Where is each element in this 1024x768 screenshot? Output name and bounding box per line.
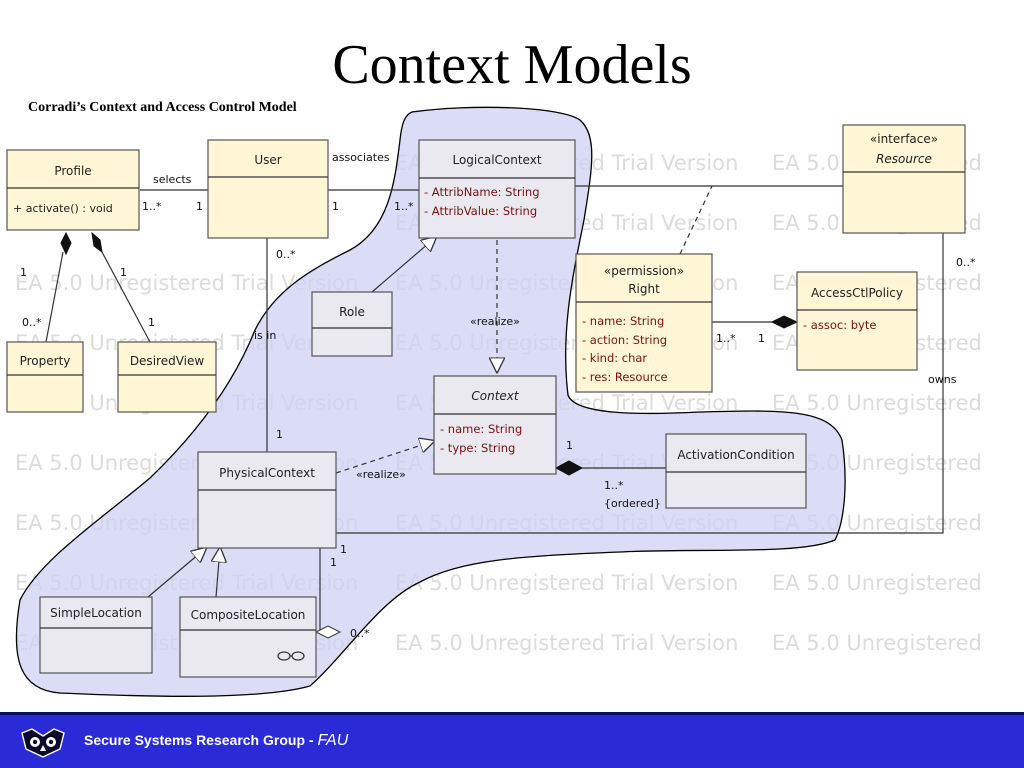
svg-text:Right: Right [628, 282, 660, 296]
svg-text:DesiredView: DesiredView [130, 354, 205, 368]
svg-text:- res: Resource: - res: Resource [582, 370, 668, 384]
svg-text:+ activate() : void: + activate() : void [13, 202, 113, 215]
svg-text:associates: associates [332, 151, 390, 164]
svg-text:- assoc: byte: - assoc: byte [803, 318, 876, 332]
watermark: EA 5.0 Unregistered [772, 631, 982, 655]
svg-text:- name: String: - name: String [582, 314, 664, 328]
svg-text:- AttribName: String: - AttribName: String [424, 185, 540, 199]
class-simple-location[interactable]: SimpleLocation [39, 596, 153, 674]
class-logical-context[interactable]: LogicalContext - AttribName: String - At… [418, 139, 576, 239]
watermark: EA 5.0 Unregistered [772, 571, 982, 595]
svg-text:1: 1 [20, 266, 27, 279]
class-composite-location[interactable]: CompositeLocation [179, 596, 317, 678]
svg-text:1: 1 [196, 200, 203, 213]
svg-text:owns: owns [928, 373, 957, 386]
svg-text:1: 1 [330, 556, 337, 569]
watermark: EA 5.0 Unregistered Trial Version [395, 631, 738, 655]
svg-text:LogicalContext: LogicalContext [452, 153, 541, 167]
footer-bar: Secure Systems Research Group - FAU [0, 712, 1024, 768]
uml-diagram: EA 5.0 Unregistered Trial Version EA 5.0… [6, 106, 982, 697]
class-context[interactable]: Context - name: String - type: String [433, 375, 557, 475]
svg-text:0..*: 0..* [956, 256, 976, 269]
svg-text:1: 1 [758, 332, 765, 345]
svg-text:0..*: 0..* [350, 627, 370, 640]
svg-text:CompositeLocation: CompositeLocation [191, 608, 306, 622]
association-labels: selects 1..* 1 associates 1 1..* 0..* is… [20, 151, 976, 640]
connectors [45, 185, 944, 639]
class-property[interactable]: Property [6, 341, 84, 413]
svg-text:is in: is in [254, 329, 276, 342]
footer-org: Secure Systems Research Group - [84, 732, 318, 748]
class-physical-context[interactable]: PhysicalContext [197, 451, 337, 549]
svg-text:- kind: char: - kind: char [582, 351, 647, 365]
class-desired-view[interactable]: DesiredView [117, 341, 217, 413]
class-right[interactable]: «permission» Right - name: String - acti… [575, 253, 713, 393]
svg-text:1: 1 [340, 543, 347, 556]
svg-text:Resource: Resource [876, 152, 932, 166]
svg-text:1: 1 [120, 266, 127, 279]
owl-logo-icon [21, 728, 65, 758]
svg-text:PhysicalContext: PhysicalContext [219, 466, 315, 480]
svg-text:1: 1 [276, 428, 283, 441]
diagram-subtitle: Corradi’s Context and Access Control Mod… [28, 100, 297, 115]
svg-text:Role: Role [339, 305, 365, 319]
svg-text:AccessCtlPolicy: AccessCtlPolicy [811, 286, 903, 300]
svg-text:«interface»: «interface» [870, 132, 938, 146]
svg-text:- action: String: - action: String [582, 333, 667, 347]
class-user[interactable]: User [207, 139, 329, 239]
svg-text:- AttribValue: String: - AttribValue: String [424, 204, 537, 218]
svg-text:1..*: 1..* [142, 200, 162, 213]
svg-text:selects: selects [153, 173, 192, 186]
footer-text: Secure Systems Research Group - FAU [84, 732, 348, 750]
watermark: EA 5.0 Unregistered [772, 391, 982, 415]
svg-text:1..*: 1..* [604, 479, 624, 492]
svg-text:1..*: 1..* [716, 332, 736, 345]
svg-text:«realize»: «realize» [470, 315, 520, 328]
svg-text:«realize»: «realize» [356, 468, 406, 481]
svg-text:SimpleLocation: SimpleLocation [50, 606, 142, 620]
slide-title: Context Models [332, 34, 692, 96]
svg-text:- type: String: - type: String [440, 441, 515, 455]
svg-text:1: 1 [148, 316, 155, 329]
class-profile[interactable]: Profile + activate() : void [6, 149, 140, 231]
class-resource[interactable]: «interface» Resource [842, 124, 966, 234]
class-role[interactable]: Role [311, 291, 393, 357]
svg-text:Profile: Profile [54, 164, 91, 178]
svg-text:1..*: 1..* [394, 200, 414, 213]
svg-text:- name: String: - name: String [440, 422, 522, 436]
svg-text:«permission»: «permission» [604, 264, 684, 278]
composite-link-icon [277, 651, 305, 661]
class-access-ctl-policy[interactable]: AccessCtlPolicy - assoc: byte [796, 271, 918, 371]
svg-text:{ordered}: {ordered} [604, 497, 661, 510]
svg-text:1: 1 [332, 200, 339, 213]
svg-text:0..*: 0..* [22, 316, 42, 329]
svg-text:ActivationCondition: ActivationCondition [677, 448, 794, 462]
svg-text:Property: Property [20, 354, 71, 368]
class-activation-condition[interactable]: ActivationCondition [665, 433, 807, 509]
svg-text:Context: Context [471, 389, 520, 403]
footer-fau: FAU [317, 732, 349, 749]
svg-text:1: 1 [566, 439, 573, 452]
watermark: EA 5.0 Unregistered Trial Version [395, 571, 738, 595]
svg-text:User: User [254, 153, 281, 167]
svg-text:0..*: 0..* [276, 248, 296, 261]
